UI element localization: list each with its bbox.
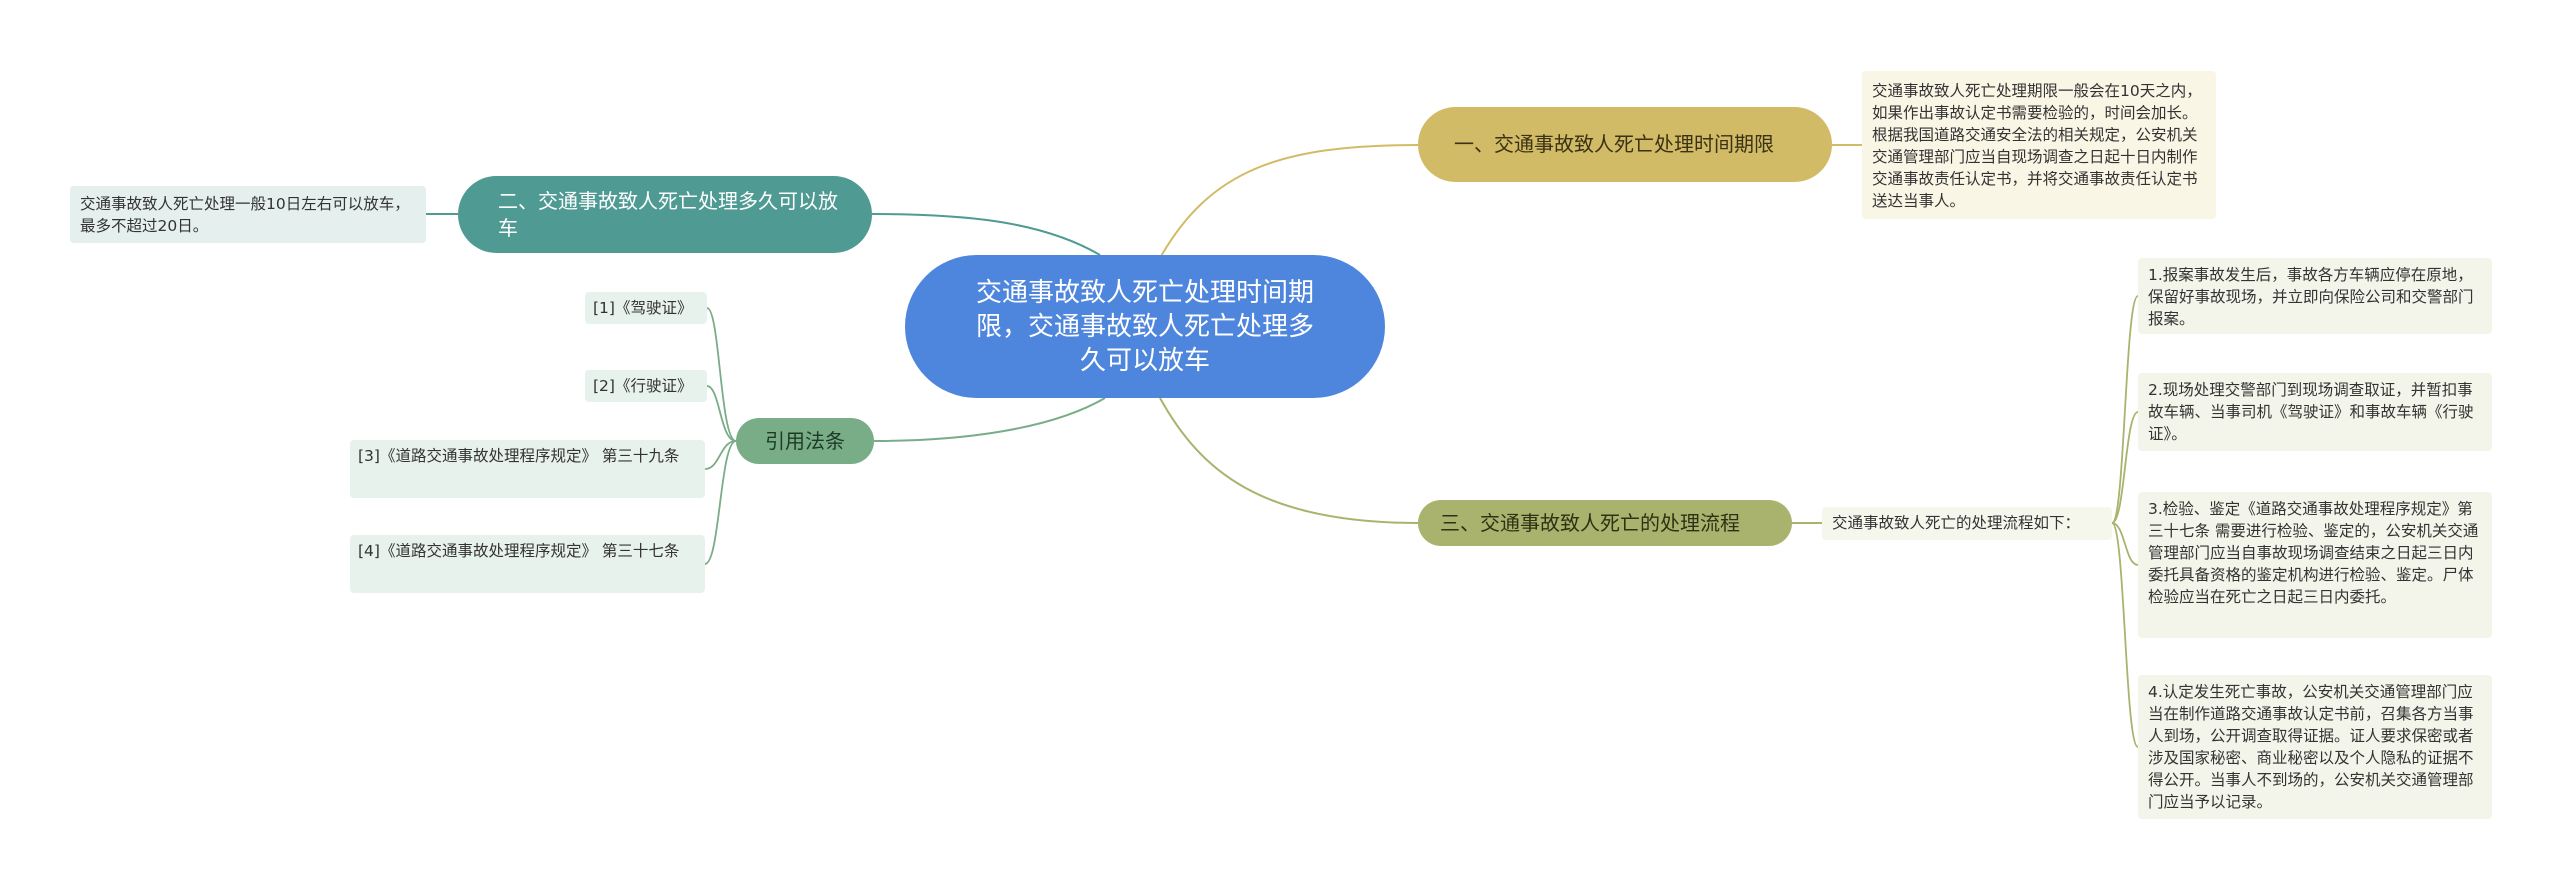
link-b4-law4: [704, 440, 737, 565]
link-root-b2: [871, 213, 1101, 256]
time-limit-detail[interactable]: 交通事故致人死亡处理期限一般会在10天之内，如果作出事故认定书需要检验的，时间会…: [1862, 71, 2216, 219]
process-step-1[interactable]: 1.报案事故发生后，事故各方车辆应停在原地，保留好事故现场，并立即向保险公司和交…: [2138, 258, 2492, 334]
branch-time-limit-label: 一、交通事故致人死亡处理时间期限: [1454, 132, 1774, 156]
cited-law-4-text: [4]《道路交通事故处理程序规定》 第三十七条: [358, 542, 680, 560]
branch-release-vehicle[interactable]: 二、交通事故致人死亡处理多久可以放车: [458, 176, 872, 253]
branch-cited-laws-label: 引用法条: [765, 428, 845, 453]
process-step-3-text: 3.检验、鉴定《道路交通事故处理程序规定》第三十七条 需要进行检验、鉴定的，公安…: [2148, 500, 2479, 606]
cited-law-1[interactable]: [1]《驾驶证》: [585, 292, 707, 324]
process-step-4-text: 4.认定发生死亡事故，公安机关交通管理部门应当在制作道路交通事故认定书前，召集各…: [2148, 683, 2474, 811]
link-root-b4: [873, 397, 1106, 442]
process-step-1-text: 1.报案事故发生后，事故各方车辆应停在原地，保留好事故现场，并立即向保险公司和交…: [2148, 266, 2474, 328]
release-vehicle-detail[interactable]: 交通事故致人死亡处理一般10日左右可以放车，最多不超过20日。: [70, 186, 426, 243]
cited-law-3[interactable]: [3]《道路交通事故处理程序规定》 第三十九条: [350, 440, 705, 498]
root-topic-label: 交通事故致人死亡处理时间期限，交通事故致人死亡处理多久可以放车: [975, 277, 1314, 376]
process-step-4[interactable]: 4.认定发生死亡事故，公安机关交通管理部门应当在制作道路交通事故认定书前，召集各…: [2138, 675, 2492, 819]
cited-law-2[interactable]: [2]《行驶证》: [585, 370, 707, 402]
cited-law-1-text: [1]《驾驶证》: [593, 299, 693, 317]
cited-law-4[interactable]: [4]《道路交通事故处理程序规定》 第三十七条: [350, 535, 705, 593]
process-intro[interactable]: 交通事故致人死亡的处理流程如下：: [1822, 507, 2112, 540]
process-step-2-text: 2.现场处理交警部门到现场调查取证，并暂扣事故车辆、当事司机《驾驶证》和事故车辆…: [2148, 381, 2474, 443]
cited-law-2-text: [2]《行驶证》: [593, 377, 693, 395]
link-root-b3: [1159, 397, 1419, 524]
process-intro-text: 交通事故致人死亡的处理流程如下：: [1832, 514, 2081, 532]
root-topic[interactable]: 交通事故致人死亡处理时间期限，交通事故致人死亡处理多久可以放车: [905, 255, 1385, 398]
branch-cited-laws[interactable]: 引用法条: [736, 418, 874, 464]
link-b4-law1: [706, 307, 737, 442]
link-b4-law3: [704, 440, 737, 470]
branch-process-label: 三、交通事故致人死亡的处理流程: [1440, 510, 1740, 535]
time-limit-detail-text: 交通事故致人死亡处理期限一般会在10天之内，如果作出事故认定书需要检验的，时间会…: [1872, 82, 2202, 210]
link-intro-s1: [2111, 295, 2139, 524]
link-b4-law2: [706, 385, 737, 442]
link-intro-s4: [2111, 522, 2139, 748]
release-vehicle-detail-text: 交通事故致人死亡处理一般10日左右可以放车，最多不超过20日。: [80, 195, 410, 235]
branch-process[interactable]: 三、交通事故致人死亡的处理流程: [1418, 500, 1792, 546]
link-root-b1: [1159, 144, 1419, 259]
branch-time-limit[interactable]: 一、交通事故致人死亡处理时间期限: [1418, 107, 1832, 182]
process-step-2[interactable]: 2.现场处理交警部门到现场调查取证，并暂扣事故车辆、当事司机《驾驶证》和事故车辆…: [2138, 373, 2492, 451]
branch-release-vehicle-label: 二、交通事故致人死亡处理多久可以放车: [498, 188, 838, 240]
link-intro-s3: [2111, 522, 2139, 566]
cited-law-3-text: [3]《道路交通事故处理程序规定》 第三十九条: [358, 447, 680, 465]
link-intro-s2: [2111, 411, 2139, 524]
process-step-3[interactable]: 3.检验、鉴定《道路交通事故处理程序规定》第三十七条 需要进行检验、鉴定的，公安…: [2138, 492, 2492, 638]
